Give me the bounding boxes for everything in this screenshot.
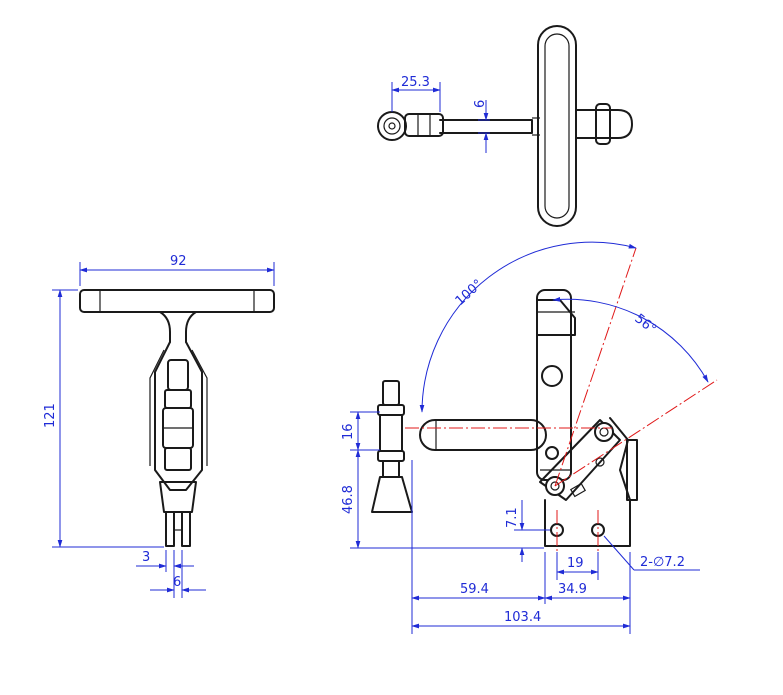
- top-handle-inner: [544, 33, 570, 219]
- front-handle-grip: [536, 299, 576, 336]
- dim-handle-angle: 56°: [632, 311, 659, 337]
- dim-hole-diameter: 2-∅7.2: [640, 555, 685, 570]
- side-frame: [154, 341, 203, 491]
- centerlines: [405, 247, 718, 552]
- dim-overall-length: 103.4: [504, 610, 541, 625]
- top-view-dimensions: 25.3 6: [391, 75, 490, 153]
- top-handle-outer: [537, 25, 577, 227]
- dim-slot-gap: 3: [142, 550, 150, 565]
- front-spindle-body: [379, 414, 403, 452]
- top-view: [377, 25, 633, 227]
- dim-overall-height: 121: [43, 403, 58, 428]
- dim-open-angle: 100°: [453, 277, 486, 309]
- top-base: [575, 109, 633, 139]
- side-handle: [79, 289, 275, 313]
- dim-base-height: 46.8: [341, 485, 356, 514]
- top-link: [404, 113, 444, 137]
- dim-top-thickness: 6: [473, 100, 488, 108]
- dim-handle-width: 92: [170, 254, 187, 269]
- front-base-flange: [626, 439, 638, 501]
- side-feet: [165, 511, 191, 547]
- dim-top-offset: 25.3: [401, 75, 430, 90]
- front-arm: [419, 419, 547, 451]
- dim-spindle-height: 16: [341, 423, 356, 440]
- top-spindle-nut: [377, 111, 407, 141]
- dim-bar-width: 6: [173, 575, 181, 590]
- side-view-dimensions: 92 121 3 6: [43, 254, 275, 598]
- front-spindle-top: [382, 380, 400, 406]
- top-bar: [439, 119, 533, 134]
- dim-hole-spacing: 19: [567, 556, 584, 571]
- front-pad: [371, 476, 413, 513]
- dim-base-length: 34.9: [558, 582, 587, 597]
- side-neck: [159, 311, 197, 343]
- side-view: [79, 289, 275, 547]
- dim-hole-offset: 7.1: [505, 507, 520, 528]
- side-pad: [159, 481, 197, 513]
- dim-reach: 59.4: [460, 582, 489, 597]
- front-view-dimensions: 100° 56° 16 46.8 7.1 19 59.4 34.9: [341, 241, 709, 634]
